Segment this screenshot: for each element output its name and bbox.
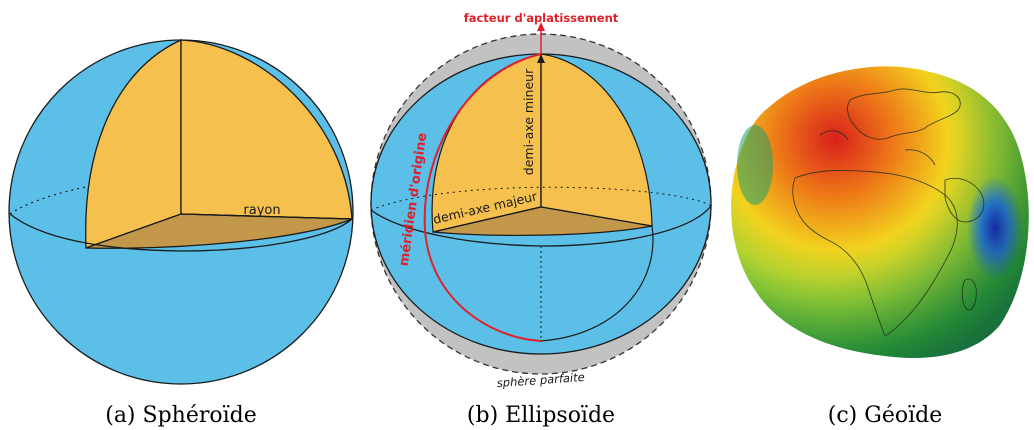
ellipsoid-octant-back — [540, 53, 653, 227]
spheroid-equator — [9, 213, 353, 252]
flattening-arrowhead — [537, 22, 545, 31]
spheroid-octant-back — [180, 39, 353, 220]
spheroid-radius-line — [180, 213, 353, 220]
perfect-sphere-label: sphère parfaite — [496, 370, 585, 390]
geoid-panel — [731, 66, 1029, 358]
spheroid-panel: rayon — [8, 38, 354, 385]
flattening-label: facteur d'aplatissement — [464, 11, 619, 25]
ellipsoid-equator-back — [370, 186, 712, 211]
minor-axis-label: demi-axe mineur — [521, 68, 536, 175]
radius-label: rayon — [243, 203, 280, 218]
spheroid-octant-face — [85, 38, 182, 249]
geoid-shade — [731, 66, 1029, 358]
prime-meridian — [423, 53, 542, 342]
ellipsoid-octant-floor — [432, 206, 653, 236]
ellipsoid-panel: facteur d'aplatissement demi-axe mineur … — [370, 11, 712, 390]
spheroid-octant-floor — [85, 213, 353, 249]
spheroid-equator-back — [9, 186, 87, 215]
major-axis-line — [432, 206, 542, 233]
caption-ellipsoid: (b) Ellipsoïde — [467, 403, 615, 428]
caption-spheroid: (a) Sphéroïde — [105, 403, 257, 428]
continent-outlines — [792, 88, 985, 337]
caption-geoid: (c) Géoïde — [828, 403, 942, 428]
minor-axis-arrowhead — [537, 54, 545, 63]
ellipsoid-right-meridian — [540, 225, 654, 342]
